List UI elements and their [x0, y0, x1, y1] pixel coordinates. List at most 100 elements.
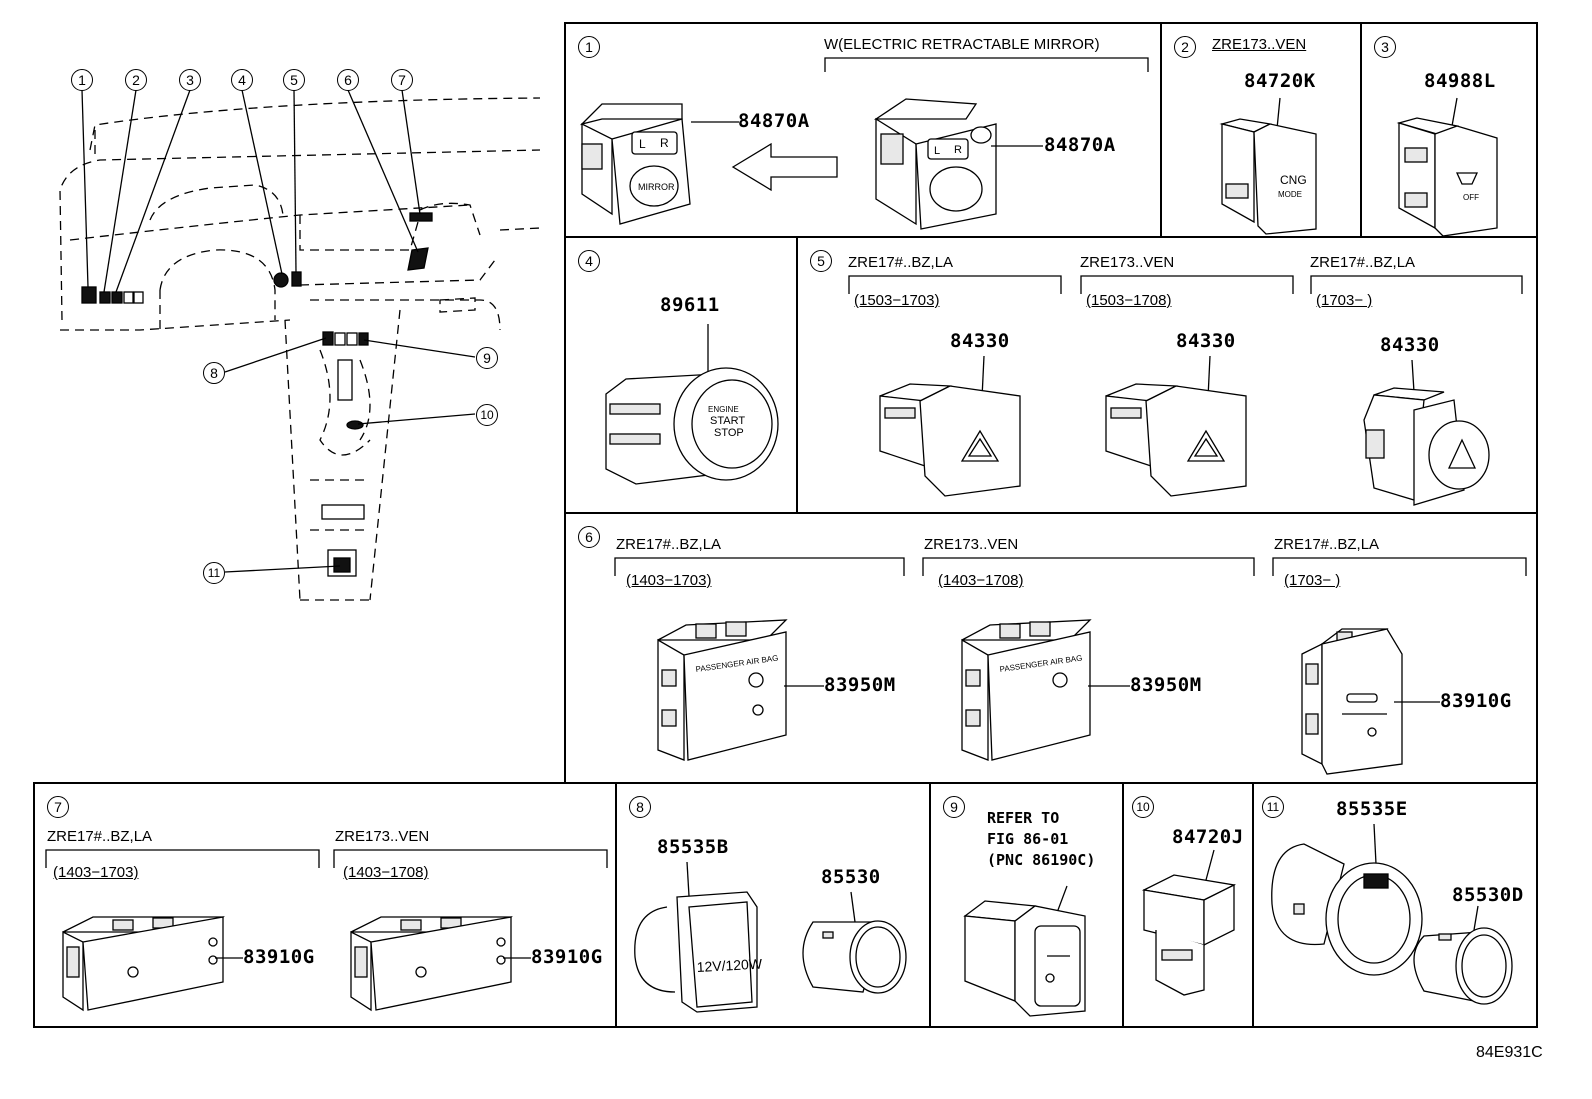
figure-code: 84E931C	[1476, 1044, 1543, 1061]
panel-number: 5	[810, 250, 832, 272]
bracket	[45, 849, 320, 868]
panel-4-engine-start-switch: 4 89611 ENGINE START STOP	[564, 236, 798, 514]
panel-5-hazard-switch: 5 ZRE17#..BZ,LA (1503−1703) 84330 ZRE173…	[796, 236, 1538, 514]
socket-sleeve-illustration	[802, 891, 907, 994]
variant-model: ZRE173..VEN	[1080, 254, 1175, 271]
airbag-switch-new-illustration	[1301, 628, 1403, 775]
leader	[215, 957, 243, 959]
callout-11: 11	[203, 562, 225, 584]
callout-7: 7	[391, 69, 413, 91]
power-socket-illustration: 12V/120W	[634, 861, 763, 1013]
bracket	[1080, 275, 1294, 294]
variant-note: W(ELECTRIC RETRACTABLE MIRROR)	[824, 36, 1100, 53]
variant-model: ZRE17#..BZ,LA	[848, 254, 954, 271]
svg-text:12V/120W: 12V/120W	[696, 956, 763, 975]
callout-4: 4	[231, 69, 253, 91]
bracket	[922, 557, 1255, 576]
cng-switch-illustration: CNG MODE	[1219, 97, 1317, 235]
bracket	[333, 849, 608, 868]
variant-model: ZRE173..VEN	[924, 536, 1019, 553]
variant-range: (1403−1703)	[626, 572, 712, 589]
variant-model: ZRE17#..BZ,LA	[1274, 536, 1380, 553]
callout-8: 8	[203, 362, 225, 384]
panel-3-vsc-off-switch: 3 84988L OFF	[1360, 22, 1538, 238]
refer-note-line-3: (PNC 86190C)	[987, 851, 1096, 869]
part-number: 83950M	[1130, 674, 1202, 696]
switch-block-illustration	[350, 916, 513, 1012]
panel-7-mirror-heater-switch: 7 ZRE17#..BZ,LA (1403−1703) 83910G ZRE17…	[33, 782, 617, 1028]
part-number: 83950M	[824, 674, 896, 696]
hazard-switch-illustration	[879, 355, 1021, 497]
bracket	[848, 275, 1062, 294]
leader-b	[991, 145, 1043, 147]
panel-number: 1	[578, 36, 600, 58]
variant-range: (1703− )	[1316, 292, 1373, 309]
vsc-switch-illustration: OFF	[1396, 97, 1498, 237]
variant-range: (1403−1708)	[343, 864, 429, 881]
panel-6-airbag-switch: 6 ZRE17#..BZ,LA (1403−1703) PASSENGER AI…	[564, 512, 1538, 784]
variant-range: (1403−1703)	[53, 864, 139, 881]
panel-number: 3	[1374, 36, 1396, 58]
bracket	[1310, 275, 1523, 294]
variant-model: ZRE17#..BZ,LA	[1310, 254, 1416, 271]
panel-number: 8	[629, 796, 651, 818]
panel-number: 9	[943, 796, 965, 818]
svg-text:R: R	[660, 136, 669, 150]
part-number-b: 85530D	[1452, 884, 1524, 906]
part-number: 84720J	[1172, 826, 1244, 848]
hazard-switch-illustration	[1105, 355, 1247, 497]
refer-note-line-2: FIG 86-01	[987, 830, 1069, 848]
panel-9-usb-port: 9 REFER TO FIG 86-01 (PNC 86190C)	[929, 782, 1124, 1028]
svg-text:MIRROR: MIRROR	[638, 182, 675, 192]
part-number-a: 85535E	[1336, 798, 1408, 820]
bracket	[1272, 557, 1527, 576]
part-number-a: 84870A	[738, 110, 810, 132]
variant-model: ZRE17#..BZ,LA	[47, 828, 153, 845]
hazard-switch-round-illustration	[1363, 359, 1490, 506]
panel-2-cng-switch: 2 ZRE173..VEN 84720K CNG MODE	[1160, 22, 1362, 238]
panel-number: 11	[1262, 796, 1284, 818]
variant-range: (1403−1708)	[938, 572, 1024, 589]
callout-1: 1	[71, 69, 93, 91]
part-number-b: 85530	[821, 866, 881, 888]
power-socket-illustration	[1271, 823, 1423, 976]
part-number: 84330	[950, 330, 1010, 352]
panel-10-switch: 10 84720J	[1122, 782, 1254, 1028]
socket-sleeve-illustration	[1413, 905, 1513, 1005]
part-number-b: 84870A	[1044, 134, 1116, 156]
panel-number: 2	[1174, 36, 1196, 58]
switch-illustration	[1141, 849, 1237, 996]
variant-model: ZRE17#..BZ,LA	[616, 536, 722, 553]
variant-model: ZRE173..VEN	[335, 828, 430, 845]
callout-5: 5	[283, 69, 305, 91]
svg-text:L: L	[639, 137, 646, 151]
part-number-a: 85535B	[657, 836, 729, 858]
airbag-switch-illustration: PASSENGER AIR BAG	[657, 619, 788, 761]
leader-a	[691, 121, 739, 123]
svg-text:R: R	[954, 144, 962, 156]
usb-port-illustration	[963, 885, 1086, 1017]
part-number: 89611	[660, 294, 720, 316]
bracket	[824, 57, 1149, 72]
part-number: 84330	[1380, 334, 1440, 356]
svg-text:STOP: STOP	[714, 427, 744, 439]
panel-number: 7	[47, 796, 69, 818]
panel-number: 4	[578, 250, 600, 272]
callout-9: 9	[476, 347, 498, 369]
svg-text:CNG: CNG	[1280, 173, 1307, 187]
variant-range: (1703− )	[1284, 572, 1341, 589]
leader	[1088, 685, 1130, 687]
start-button-illustration: ENGINE START STOP	[605, 324, 779, 485]
svg-text:MODE: MODE	[1278, 190, 1302, 199]
part-number: 84330	[1176, 330, 1236, 352]
switch-block-illustration	[62, 916, 225, 1012]
panel-number: 6	[578, 526, 600, 548]
callout-3: 3	[179, 69, 201, 91]
variant-note: ZRE173..VEN	[1212, 36, 1307, 53]
svg-text:OFF: OFF	[1463, 193, 1479, 202]
refer-note-line-1: REFER TO	[987, 809, 1060, 827]
panel-8-power-socket: 8 85535B 85530 12V/120W	[615, 782, 931, 1028]
part-number: 84720K	[1244, 70, 1316, 92]
